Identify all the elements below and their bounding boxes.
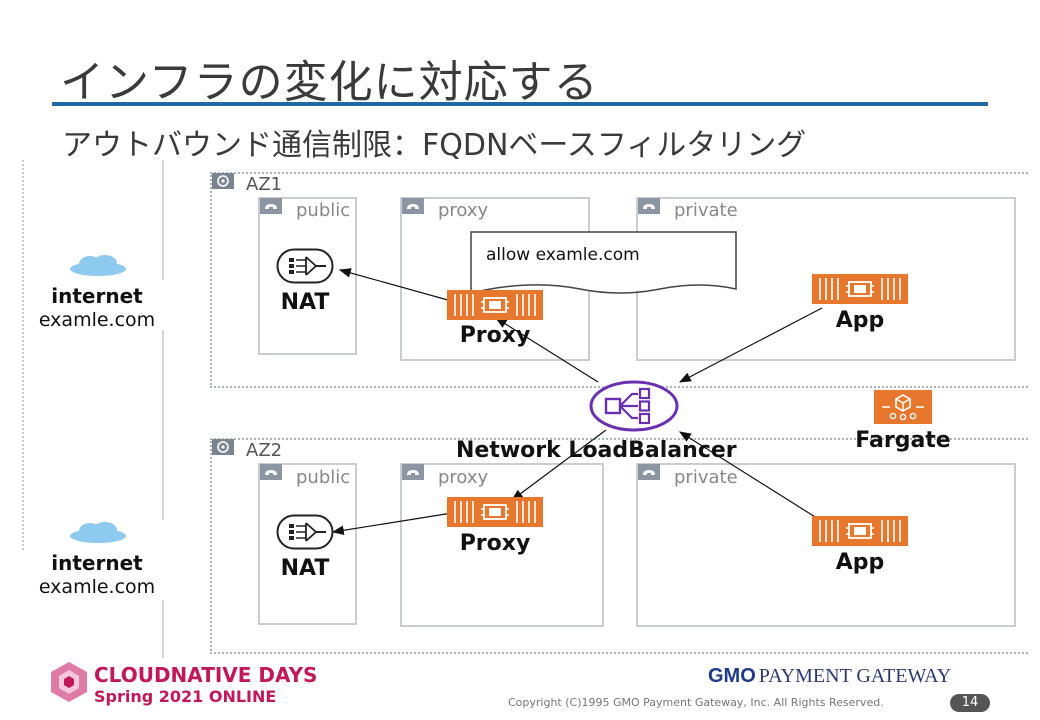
az1-private-label: private <box>674 200 738 221</box>
company-logo-text: PAYMENT GATEWAY <box>758 665 952 687</box>
az2-label: AZ2 <box>246 440 283 461</box>
az2-app-label: App <box>835 550 885 575</box>
internet-divider-top <box>162 160 164 280</box>
subnet-lock-icon <box>402 464 424 484</box>
subnet-lock-icon <box>638 198 660 218</box>
title-underline <box>52 102 988 106</box>
allow-note-text: allow examle.com <box>486 245 640 265</box>
az1-label: AZ1 <box>246 174 283 195</box>
network-load-balancer-icon <box>588 380 680 436</box>
az-region-icon <box>212 439 234 459</box>
internet-label: internet <box>51 551 143 575</box>
az1-proxy-label-node: Proxy <box>459 323 531 348</box>
internet-divider-middle <box>162 330 164 520</box>
container-icon <box>812 274 908 308</box>
nat-gateway-icon <box>276 514 334 554</box>
az2-proxy-label: proxy <box>438 467 489 488</box>
allow-note-shape <box>470 231 738 305</box>
az2-proxy-label-node: Proxy <box>459 531 531 556</box>
subnet-lock-icon <box>402 198 424 218</box>
page-number-badge: 14 <box>950 694 990 712</box>
az1-public-label: public <box>296 200 351 221</box>
internet-divider-bottom <box>162 600 164 658</box>
fargate-icon <box>874 390 932 428</box>
az1-nat-label: NAT <box>280 290 330 315</box>
cloudnative-days-logo-icon <box>48 660 90 708</box>
nlb-label: Network LoadBalancer <box>456 438 737 463</box>
nat-gateway-icon <box>276 248 334 288</box>
az2-public-label: public <box>296 467 351 488</box>
internet-cloud-icon <box>68 255 128 281</box>
az2-container <box>210 438 1028 654</box>
container-icon <box>447 290 543 324</box>
az2-nat-label: NAT <box>280 556 330 581</box>
internet-left-border <box>22 160 24 550</box>
az2-private-label: private <box>674 467 738 488</box>
subnet-lock-icon <box>638 464 660 484</box>
internet-label: internet <box>51 284 143 308</box>
company-logo-mark: GMO <box>708 665 756 687</box>
slide-subtitle: アウトバウンド通信制限：FQDNベースフィルタリング <box>62 128 807 163</box>
subnet-lock-icon <box>260 198 282 218</box>
container-icon <box>812 516 908 550</box>
copyright-text: Copyright (C)1995 GMO Payment Gateway, I… <box>508 696 884 709</box>
event-logo-title: CLOUDNATIVE DAYS <box>94 663 318 687</box>
container-icon <box>447 497 543 531</box>
internet-domain: examle.com <box>38 576 156 598</box>
fargate-label: Fargate <box>855 428 951 453</box>
slide-title: インフラの変化に対応する <box>60 57 599 108</box>
internet-cloud-icon <box>68 522 128 548</box>
event-logo-subtitle: Spring 2021 ONLINE <box>94 687 277 706</box>
az2-proxy-subnet <box>400 463 604 627</box>
az-region-icon <box>212 173 234 193</box>
subnet-lock-icon <box>260 464 282 484</box>
az1-app-label: App <box>835 308 885 333</box>
internet-domain: examle.com <box>38 309 156 331</box>
az1-proxy-label: proxy <box>438 200 489 221</box>
